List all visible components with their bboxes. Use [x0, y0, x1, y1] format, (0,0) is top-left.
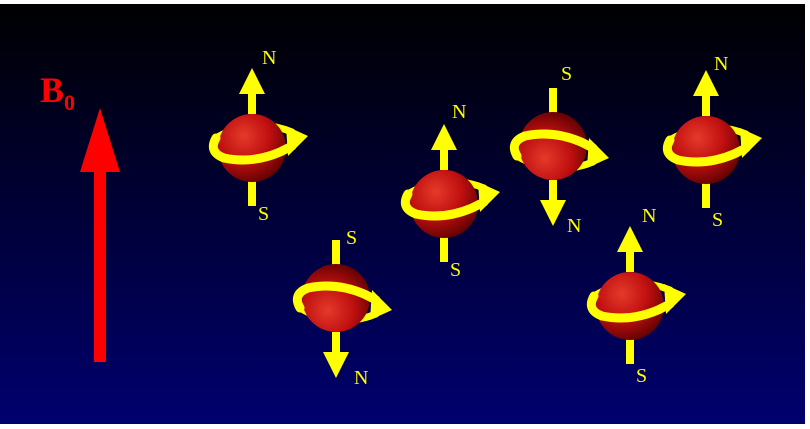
north-label: N	[354, 367, 368, 389]
b0-label: B0	[40, 70, 75, 115]
south-label: S	[346, 227, 357, 249]
south-label: S	[636, 365, 647, 387]
south-label: S	[561, 63, 572, 85]
north-label: N	[452, 101, 466, 123]
nucleus-6: N S	[667, 53, 762, 231]
north-label: N	[714, 53, 728, 75]
b0-field-arrow	[80, 108, 120, 362]
top-border	[0, 0, 810, 4]
right-border	[805, 0, 810, 424]
nucleus-1: N S	[213, 47, 308, 225]
south-label: S	[450, 259, 461, 281]
north-label: N	[642, 205, 656, 227]
nucleus-2: S N	[297, 227, 392, 389]
north-label: N	[567, 215, 581, 237]
north-label: N	[262, 47, 276, 69]
nucleus-5: N S	[591, 205, 686, 387]
nucleus-4: S N	[514, 63, 609, 237]
south-label: S	[712, 209, 723, 231]
south-label: S	[258, 203, 269, 225]
nucleus-3: N S	[405, 101, 500, 281]
